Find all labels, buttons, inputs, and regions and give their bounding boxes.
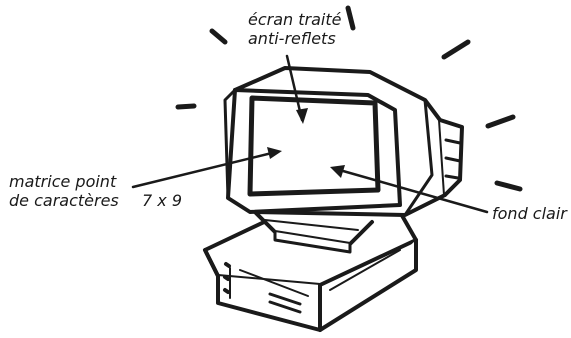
matrix-size-label: 7 x 9 — [142, 191, 182, 210]
matrix-label: matrice point de caractères — [9, 172, 119, 210]
matrix-label-line1: matrice point — [9, 172, 119, 191]
background-label: fond clair — [492, 204, 567, 223]
screen-label-line1: écran traité — [248, 10, 341, 29]
screen-label-line2: anti-reflets — [248, 29, 341, 48]
monitor-screen — [250, 98, 378, 194]
matrix-label-line2: de caractères — [9, 191, 119, 210]
screen-label: écran traité anti-reflets — [248, 10, 341, 48]
